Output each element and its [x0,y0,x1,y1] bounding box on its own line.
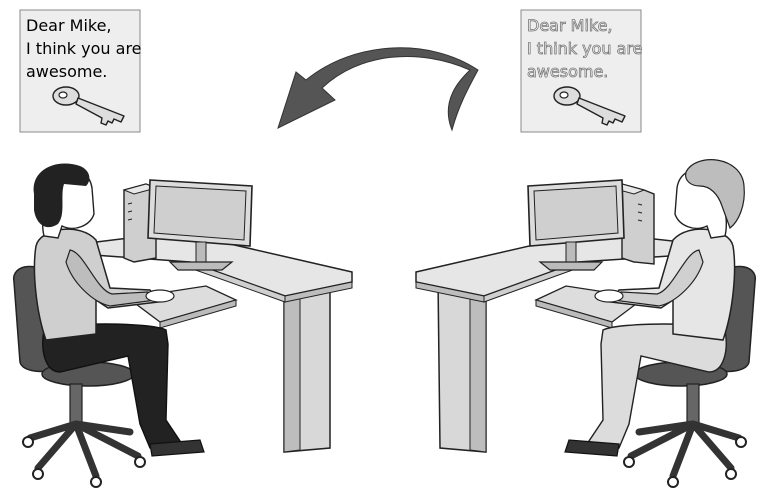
right-note-line-3: awesome. [527,62,608,81]
left-note-line-2: I think you are [26,39,142,58]
left-note: Dear Mike, I think you are awesome. [20,10,142,132]
left-note-line-3: awesome. [26,62,107,81]
right-note-line-2: I think you are [527,39,643,58]
right-note-line-1: Dear Mike, [527,16,613,35]
right-note: Dear Mike, I think you are awesome. [521,10,643,132]
left-workstation [14,164,352,487]
right-workstation [416,160,755,487]
left-note-line-1: Dear Mike, [26,16,112,35]
curved-arrow-icon [278,48,478,130]
